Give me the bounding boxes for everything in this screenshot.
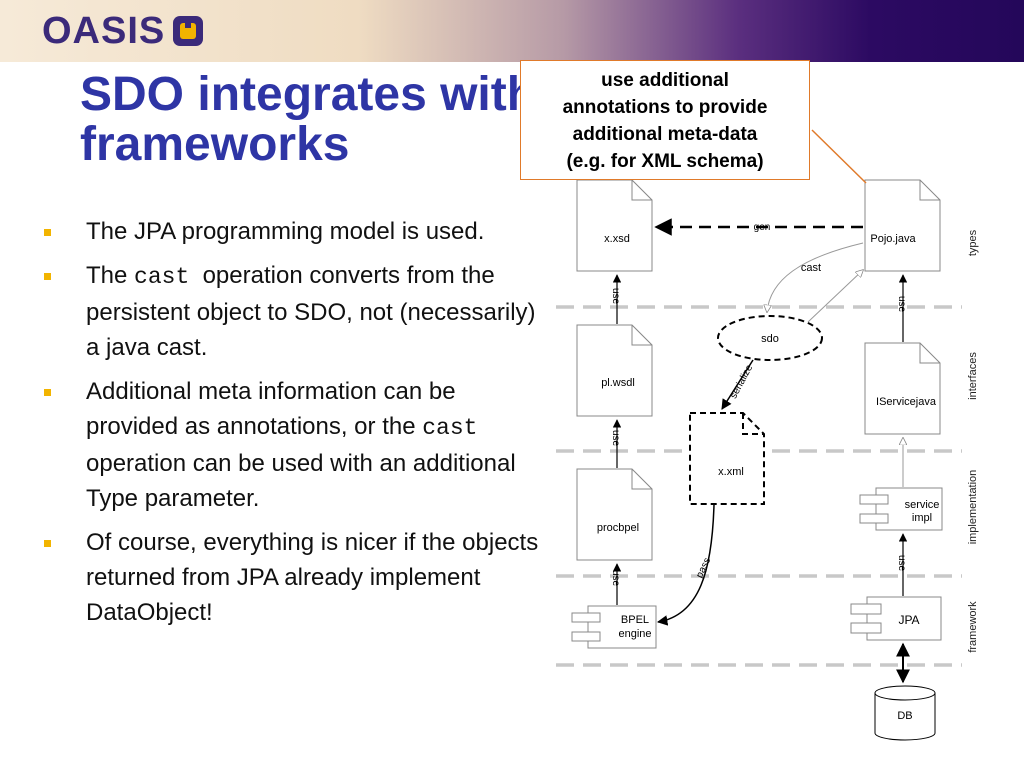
bullet-item: The cast operation converts from the per… [40, 258, 540, 365]
bullet-text-pre: Additional meta information can be provi… [86, 378, 456, 440]
component-label-jpa: JPA [898, 613, 919, 627]
bullet-text-pre: The [86, 262, 135, 289]
bullet-square-icon [44, 540, 51, 547]
layer-separators [556, 305, 962, 667]
edge-label-pass: pass [694, 556, 713, 580]
doc-procbpel: procbpel [576, 468, 653, 561]
callout-line: use additional [601, 70, 729, 91]
doc-label-pojo-java: Pojo.java [870, 233, 916, 245]
doc-label-procbpel: procbpel [597, 522, 639, 534]
edge-label-uses: use [896, 555, 907, 572]
edge-label-gen: gen [754, 222, 771, 233]
bullet-square-icon [44, 273, 51, 280]
bullet-text: The JPA programming model is used. [86, 218, 485, 245]
edge-label-use: use [896, 296, 907, 313]
bullet-square-icon [44, 229, 51, 236]
code-cast: cast [134, 264, 190, 290]
bullet-list: The JPA programming model is used. The c… [40, 214, 540, 639]
code-cast: cast [422, 415, 478, 441]
header-bar [0, 0, 1024, 62]
component-label-impl: impl [912, 512, 932, 524]
doc-x-xsd: x.xsd [576, 179, 653, 272]
component-service-impl: service impl [859, 487, 943, 531]
db-label: DB [897, 710, 912, 722]
component-jpa: JPA [850, 596, 942, 641]
bullet-item: Of course, everything is nicer if the ob… [40, 525, 540, 630]
cast-arrow [767, 242, 864, 312]
layer-label-interfaces: interfaces [967, 352, 979, 400]
sdo-to-pojo-line [807, 270, 863, 323]
doc-label-x-xsd: x.xsd [604, 233, 630, 245]
component-label-engine: engine [618, 628, 651, 640]
doc-pojo-java: Pojo.java [864, 179, 941, 272]
bullet-square-icon [44, 389, 51, 396]
bullet-text: Of course, everything is nicer if the ob… [86, 529, 539, 626]
doc-label-pl-wsdl: pl.wsdl [601, 377, 635, 389]
oasis-logo-mark-icon [173, 16, 204, 46]
component-label-bpel: BPEL [621, 614, 649, 626]
layer-label-implementation: implementation [967, 470, 979, 545]
bullet-text-post: operation can be used with an additional… [86, 450, 516, 512]
component-bpel-engine: BPEL engine [571, 605, 657, 649]
edge-label-cast: cast [801, 262, 821, 274]
edge-label-serialize: serialize [728, 363, 755, 401]
oasis-logo: OASIS [42, 12, 205, 50]
annotation-callout: use additional annotations to provide ad… [520, 60, 810, 180]
doc-label-iservice-java: IServicejava [876, 396, 937, 408]
sdo-label: sdo [761, 333, 779, 345]
layer-label-framework: framework [967, 601, 979, 653]
bullet-item: The JPA programming model is used. [40, 214, 540, 249]
doc-x-xml: x.xml [689, 412, 765, 505]
component-label-service: service [905, 499, 940, 511]
callout-pointer [811, 129, 867, 184]
edge-label-use: use [610, 288, 621, 305]
pass-arrow [656, 504, 715, 626]
callout-line: additional meta-data [572, 124, 758, 145]
layer-label-types: types [967, 229, 979, 256]
callout-line: annotations to provide [562, 97, 768, 118]
title-line-2: frameworks [80, 118, 350, 171]
bullet-text-post: operation converts from the persistent o… [86, 262, 543, 361]
doc-pl-wsdl: pl.wsdl [576, 324, 653, 417]
edge-label-use: use [610, 430, 621, 447]
doc-iservice-java: IServicejava [864, 342, 941, 435]
doc-label-x-xml: x.xml [718, 466, 744, 478]
sdo-node: sdo [717, 315, 823, 361]
callout-line: (e.g. for XML schema) [566, 151, 764, 172]
edge-label-use: use [610, 570, 621, 587]
bullet-item: Additional meta information can be provi… [40, 374, 540, 516]
db-cylinder-icon: DB [874, 685, 936, 741]
logo-text: OASIS [42, 10, 166, 52]
serialize-arrow [721, 359, 754, 410]
